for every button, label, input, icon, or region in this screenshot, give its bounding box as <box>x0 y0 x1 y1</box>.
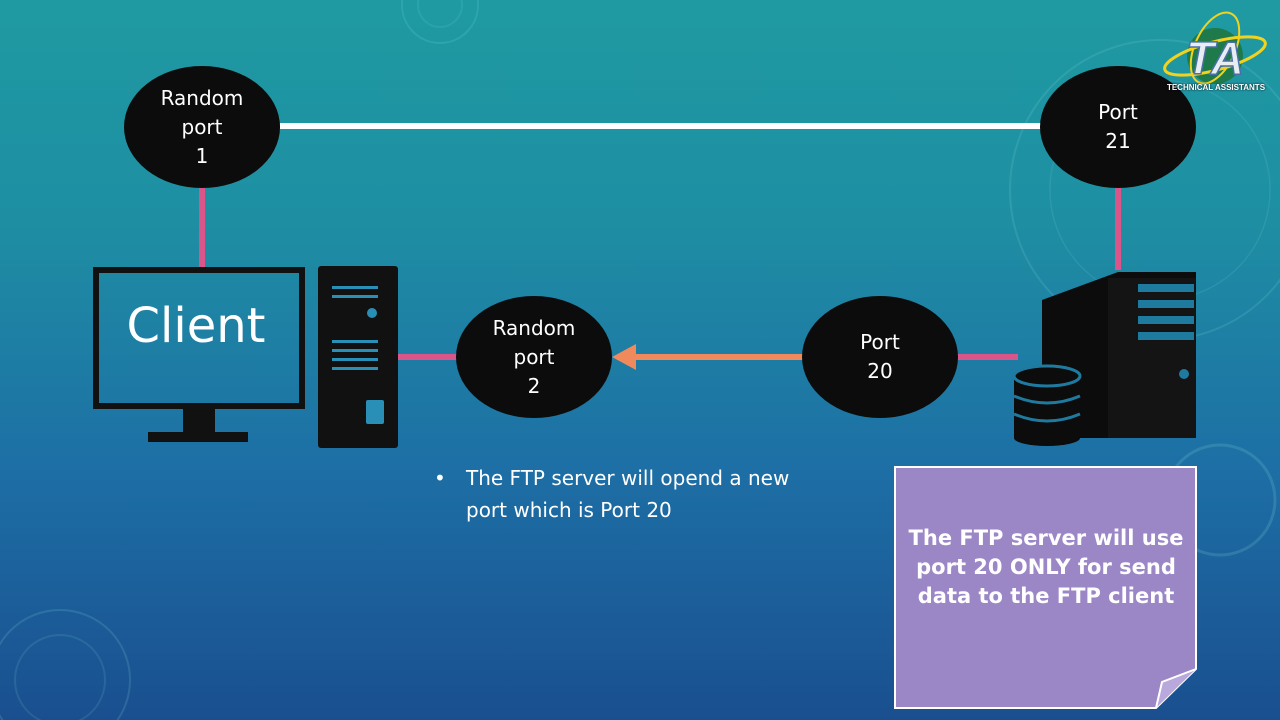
random-port-1-line-2: port <box>181 114 223 139</box>
bullet-text: The FTP server will opend a new port whi… <box>466 466 790 522</box>
random-port-2-line-3: 2 <box>527 373 541 398</box>
random-port-1-line-1: Random <box>160 85 244 110</box>
random-port-1-node: Random port 1 <box>124 66 280 188</box>
tower-icon <box>318 266 398 448</box>
port-20-node: Port 20 <box>802 296 958 418</box>
port-20-line-2: 20 <box>867 359 893 383</box>
note-text: The FTP server will use port 20 ONLY for… <box>908 526 1184 608</box>
port-21-line-2: 21 <box>1105 129 1131 153</box>
server-rack-icon <box>1042 272 1196 438</box>
bullet-point: • The FTP server will opend a new port w… <box>434 462 796 526</box>
port-21-line-1: Port <box>1098 100 1138 124</box>
client-label: Client <box>126 298 266 354</box>
data-connection-arrowhead <box>612 344 636 370</box>
random-port-1-line-3: 1 <box>195 143 209 168</box>
database-icon <box>1012 364 1082 446</box>
random-port-2-line-1: Random <box>492 315 576 340</box>
technical-assistants-logo: TA <box>1163 11 1267 85</box>
port-20-line-1: Port <box>860 330 900 354</box>
bullet-symbol: • <box>434 466 446 490</box>
monitor-icon <box>93 267 305 442</box>
random-port-2-node: Random port 2 <box>456 296 612 418</box>
sticky-note <box>894 466 1197 709</box>
logo-letters: TA <box>1186 32 1244 84</box>
port-21-node: Port 21 <box>1040 66 1196 188</box>
random-port-2-line-2: port <box>513 344 555 369</box>
logo-caption: TECHNICAL ASSISTANTS <box>1166 83 1266 92</box>
